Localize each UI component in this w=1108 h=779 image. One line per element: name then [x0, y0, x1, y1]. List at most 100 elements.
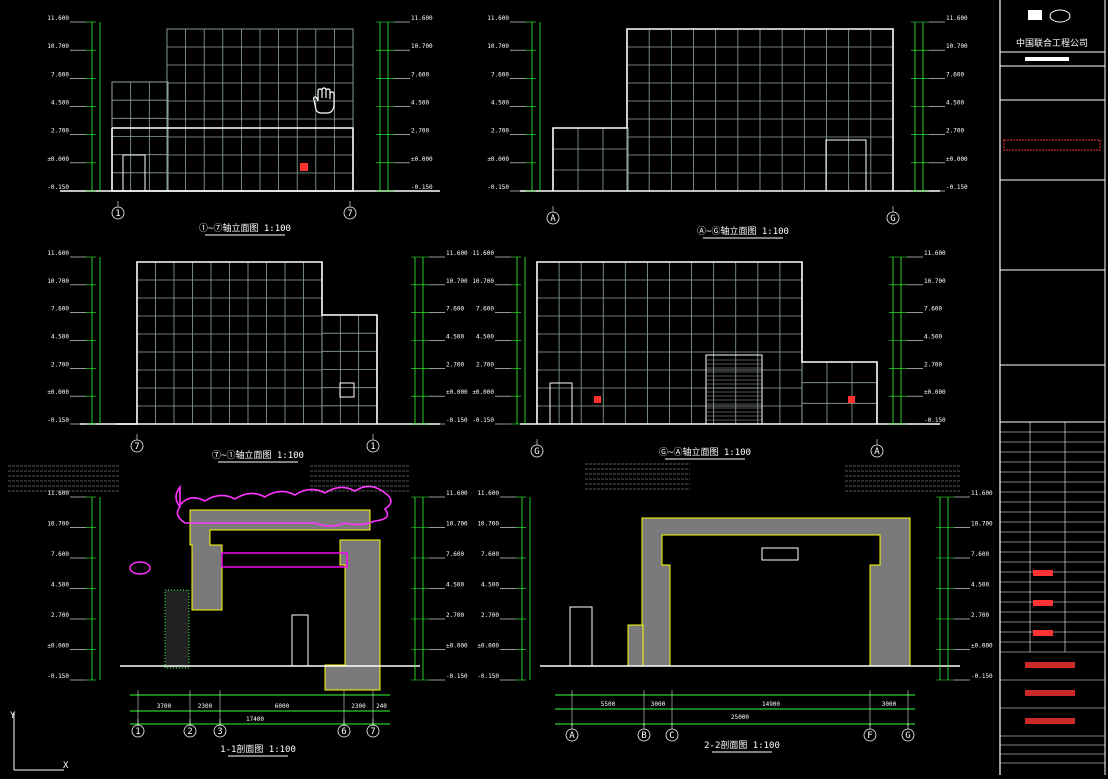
level-label: 11.600: [47, 15, 69, 22]
level-label: ±0.000: [47, 389, 69, 396]
level-label: 4.500: [491, 100, 509, 107]
level-label: ±0.000: [446, 643, 468, 650]
span-dimension: 3700: [157, 703, 172, 710]
level-label: 11.600: [446, 490, 468, 497]
level-label: -0.150: [477, 673, 499, 680]
level-label: 4.500: [446, 582, 464, 589]
section-1-1: 11.600 10.700 7.600 4.500 2.700 ±0.000 -0.150 1…: [8, 465, 468, 738]
building-outline: [552, 28, 894, 191]
axis-1-bubble-label: 1: [135, 727, 140, 737]
level-label: 11.600: [477, 490, 499, 497]
level-label: 4.500: [446, 334, 464, 341]
level-label: 2.700: [51, 612, 69, 619]
axis-1-bubble-label: 1: [115, 209, 120, 219]
equipment: [761, 547, 799, 561]
axis-G-bubble-label: G: [905, 731, 910, 741]
section-1-1-title: 1-1剖面图 1:100: [220, 743, 296, 755]
level-label: ±0.000: [47, 643, 69, 650]
span-dimension: 5500: [601, 701, 616, 708]
company-seal-icon: [1049, 9, 1071, 23]
company-name: 中国联合工程公司: [1016, 37, 1088, 49]
axis-3-bubble: [213, 724, 227, 738]
level-label: -0.150: [47, 673, 69, 680]
building-outline: [117, 261, 378, 425]
level-label: 7.600: [446, 551, 464, 558]
axis-C-bubble: [665, 728, 679, 742]
axis-G-bubble: [901, 728, 915, 742]
low-block: [552, 127, 629, 192]
elevation-g-a: 11.60010.7007.6004.5002.700±0.000-0.1501…: [472, 250, 946, 458]
level-label: -0.150: [946, 184, 968, 191]
level-label: 10.700: [487, 43, 509, 50]
elevation-a-g: 11.60010.7007.6004.5002.700±0.000-0.1501…: [487, 15, 968, 225]
beam: [221, 552, 348, 568]
level-label: 4.500: [51, 582, 69, 589]
span-dimension: 2300: [351, 703, 366, 710]
rolling-shutter-door: [705, 354, 763, 425]
level-label: 2.700: [481, 612, 499, 619]
level-label: 7.600: [924, 306, 942, 313]
level-label: 11.600: [47, 490, 69, 497]
axis-C-bubble-label: C: [669, 731, 674, 741]
level-label: 2.700: [924, 361, 942, 368]
company-logo-icon: [1028, 10, 1042, 20]
section-2-total-dimension: 25000: [731, 714, 749, 721]
title-block: 中国联合工程公司: [999, 0, 1106, 775]
hatched-column: [164, 589, 190, 669]
level-label: ±0.000: [477, 643, 499, 650]
level-label: ±0.000: [446, 389, 468, 396]
elevation-1-7-title: ①~⑦轴立面图 1:100: [199, 222, 291, 234]
axis-B-bubble: [637, 728, 651, 742]
axis-1-bubble-label: 1: [370, 442, 375, 452]
elevation-7-1: 11.60010.7007.6004.5002.700±0.000-0.1501…: [47, 250, 468, 453]
axis-6-bubble-label: 6: [341, 727, 346, 737]
level-label: 2.700: [446, 612, 464, 619]
axis-B-bubble-label: B: [641, 731, 646, 741]
level-label: 7.600: [51, 71, 69, 78]
section-frame: [641, 517, 911, 667]
elevation-7-1-title: ⑦~①轴立面图 1:100: [212, 449, 304, 461]
level-label: ±0.000: [946, 156, 968, 163]
axis-A-bubble: [565, 728, 579, 742]
axis-7-bubble: [130, 439, 144, 453]
axis-1-bubble: [131, 724, 145, 738]
level-label: -0.150: [47, 184, 69, 191]
level-label: 10.700: [47, 521, 69, 528]
axis-2-bubble-label: 2: [187, 727, 192, 737]
level-label: 10.700: [47, 43, 69, 50]
axis-7-bubble-label: 7: [370, 727, 375, 737]
equipment: [291, 614, 309, 667]
level-label: 10.700: [971, 521, 993, 528]
section-1-total-dimension: 17400: [246, 716, 264, 723]
span-dimension: 2300: [198, 703, 213, 710]
level-label: 11.600: [971, 490, 993, 497]
axis-7-bubble-label: 7: [347, 209, 352, 219]
level-label: 4.500: [411, 100, 429, 107]
fire-hydrant-marker: [594, 396, 601, 403]
level-label: -0.150: [472, 417, 494, 424]
level-label: ±0.000: [971, 643, 993, 650]
level-label: 10.700: [946, 43, 968, 50]
axis-g-bubble: [530, 444, 544, 458]
level-label: 4.500: [51, 334, 69, 341]
level-label: 7.600: [476, 306, 494, 313]
level-label: 7.600: [946, 71, 964, 78]
fire-hydrant-marker: [848, 396, 855, 403]
axis-6-bubble: [337, 724, 351, 738]
elevation-g-a-title: Ⓖ~Ⓐ轴立面图 1:100: [659, 446, 751, 458]
elevation-a-g-title: Ⓐ~Ⓖ轴立面图 1:100: [697, 225, 789, 237]
level-label: 11.600: [47, 250, 69, 257]
level-label: ±0.000: [47, 156, 69, 163]
level-label: 2.700: [446, 361, 464, 368]
entrance-door: [549, 382, 573, 425]
level-label: ±0.000: [924, 389, 946, 396]
axis-g-bubble: [886, 211, 900, 225]
level-label: 10.700: [924, 278, 946, 285]
level-label: 11.600: [472, 250, 494, 257]
level-label: 10.700: [446, 278, 468, 285]
level-label: 7.600: [51, 551, 69, 558]
axis-a-bubble-label: A: [550, 214, 556, 224]
level-label: 4.500: [51, 100, 69, 107]
level-label: 4.500: [476, 334, 494, 341]
